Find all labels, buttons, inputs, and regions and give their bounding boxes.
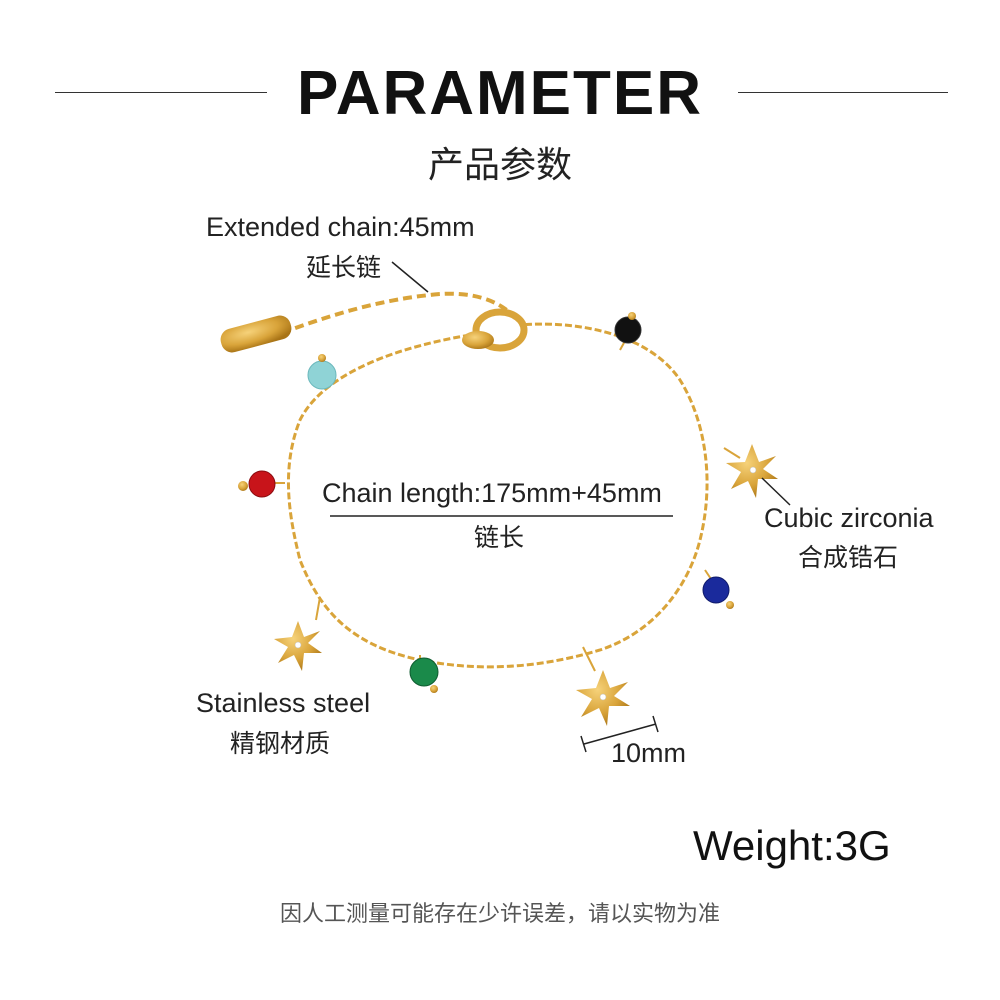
star-charm-bottom — [576, 646, 630, 726]
measurement-disclaimer: 因人工测量可能存在少许误差，请以实物为准 — [279, 901, 720, 926]
chain-length-label-cn: 链长 — [474, 524, 525, 552]
stone-label: Cubic zirconia — [764, 503, 934, 533]
stone-callout-line — [761, 477, 791, 506]
star-charm-left — [274, 596, 322, 671]
page-subtitle: 产品参数 — [427, 144, 572, 185]
title-rule-right — [738, 92, 948, 93]
charm-size-label: 10mm — [611, 738, 687, 768]
chain-length-label: Chain length:175mm+45mm — [322, 478, 662, 508]
material-label: Stainless steel — [196, 688, 371, 718]
star-charm-right — [723, 444, 778, 498]
extended-chain-label-cn: 延长链 — [306, 254, 382, 282]
bead-blue — [702, 576, 730, 604]
lobster-clasp — [472, 308, 528, 352]
bead-black — [614, 316, 642, 344]
title-rule-left — [55, 92, 267, 93]
bead-green — [409, 657, 439, 687]
extension-chain — [281, 291, 517, 335]
material-label-cn: 精钢材质 — [230, 730, 331, 758]
bracelet-chain — [287, 322, 709, 669]
extended-chain-label: Extended chain:45mm — [206, 212, 475, 242]
bead-turquoise — [307, 360, 337, 390]
end-tag — [220, 315, 292, 353]
page-title: PARAMETER — [296, 59, 704, 128]
extended-chain-callout-line — [391, 261, 429, 293]
bead-red — [248, 470, 276, 498]
stone-label-cn: 合成锆石 — [798, 544, 899, 572]
charm-size-measure — [580, 715, 659, 753]
weight-label: Weight:3G — [693, 822, 891, 869]
